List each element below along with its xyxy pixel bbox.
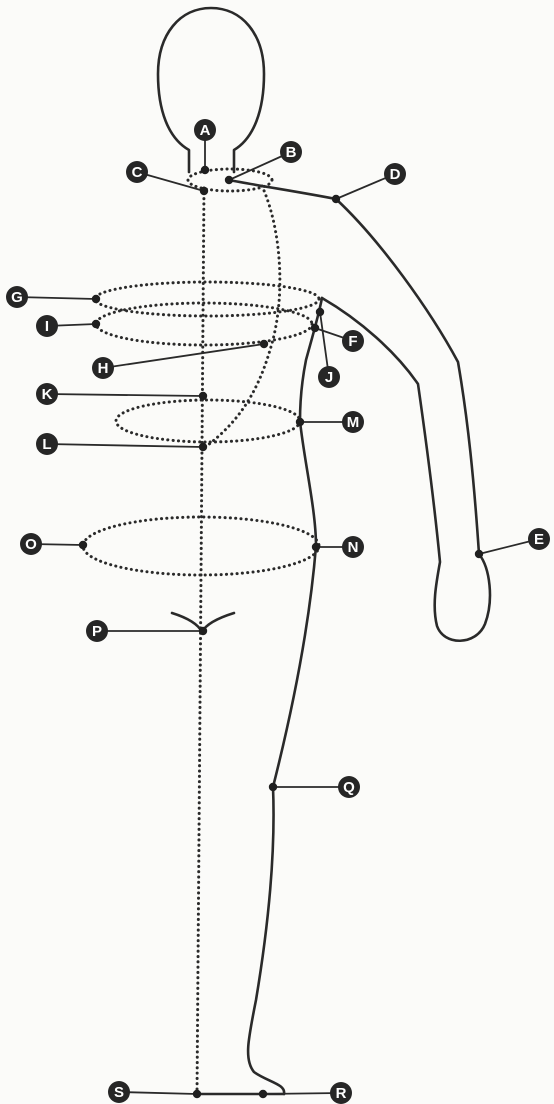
- label-e: E: [475, 528, 550, 558]
- measurement-point: [201, 166, 209, 174]
- label-letter: I: [45, 318, 49, 335]
- label-letter: C: [132, 164, 143, 181]
- measurement-point: [200, 187, 208, 195]
- label-letter: K: [42, 386, 53, 403]
- label-letter: E: [534, 531, 544, 548]
- label-letter: Q: [343, 779, 355, 796]
- label-j: J: [316, 308, 340, 388]
- label-a: A: [194, 119, 216, 174]
- label-o: O: [20, 533, 87, 555]
- label-letter: P: [92, 623, 102, 640]
- measurement-point: [92, 320, 100, 328]
- label-letter: S: [114, 1084, 124, 1101]
- label-letter: D: [390, 166, 401, 183]
- measurement-point: [193, 1090, 201, 1098]
- label-i: I: [36, 315, 100, 337]
- measurement-point: [475, 550, 483, 558]
- measurement-point: [225, 176, 233, 184]
- label-m: M: [296, 411, 364, 433]
- label-letter: H: [98, 360, 109, 377]
- label-d: D: [332, 163, 406, 203]
- center-front-line: [197, 188, 204, 1094]
- label-letter: M: [347, 414, 360, 431]
- measurement-point: [316, 308, 324, 316]
- shoulder-line: [229, 180, 336, 199]
- measurement-point: [199, 392, 207, 400]
- label-c: C: [126, 161, 208, 195]
- label-letter: O: [25, 536, 37, 553]
- leader-line: [17, 297, 96, 299]
- leader-line: [103, 344, 264, 368]
- measurement-point: [79, 541, 87, 549]
- leader-line: [263, 1093, 341, 1094]
- label-f: F: [311, 324, 364, 352]
- measurement-labels: A B C D E F G H I J K L M N O P Q R S: [6, 119, 550, 1104]
- waist-circumference: [116, 400, 300, 442]
- label-p: P: [86, 620, 207, 642]
- label-letter: L: [42, 436, 51, 453]
- label-g: G: [6, 286, 100, 308]
- chest-circumference: [95, 282, 319, 316]
- measurement-point: [92, 295, 100, 303]
- label-letter: B: [286, 144, 297, 161]
- measurement-point: [199, 627, 207, 635]
- leader-line: [119, 1092, 197, 1094]
- measurement-point: [260, 340, 268, 348]
- label-q: Q: [269, 776, 360, 798]
- measurement-point: [199, 443, 207, 451]
- label-letter: J: [325, 369, 333, 386]
- measurement-point: [312, 543, 320, 551]
- label-l: L: [36, 433, 207, 455]
- torso-leg-contour: [248, 298, 322, 1094]
- leader-line: [47, 394, 203, 396]
- label-letter: G: [11, 289, 23, 306]
- head-outline: [158, 8, 264, 172]
- leader-line: [47, 444, 203, 447]
- label-letter: N: [348, 539, 359, 556]
- hip-circumference: [83, 517, 319, 575]
- label-s: S: [108, 1081, 201, 1103]
- measurement-point: [296, 418, 304, 426]
- label-n: N: [312, 536, 364, 558]
- measurement-point: [269, 783, 277, 791]
- label-letter: R: [336, 1085, 347, 1102]
- measurement-point: [259, 1090, 267, 1098]
- label-letter: A: [200, 122, 211, 139]
- measurement-point: [332, 195, 340, 203]
- measurement-point: [311, 324, 319, 332]
- label-letter: F: [348, 333, 357, 350]
- label-r: R: [259, 1082, 352, 1104]
